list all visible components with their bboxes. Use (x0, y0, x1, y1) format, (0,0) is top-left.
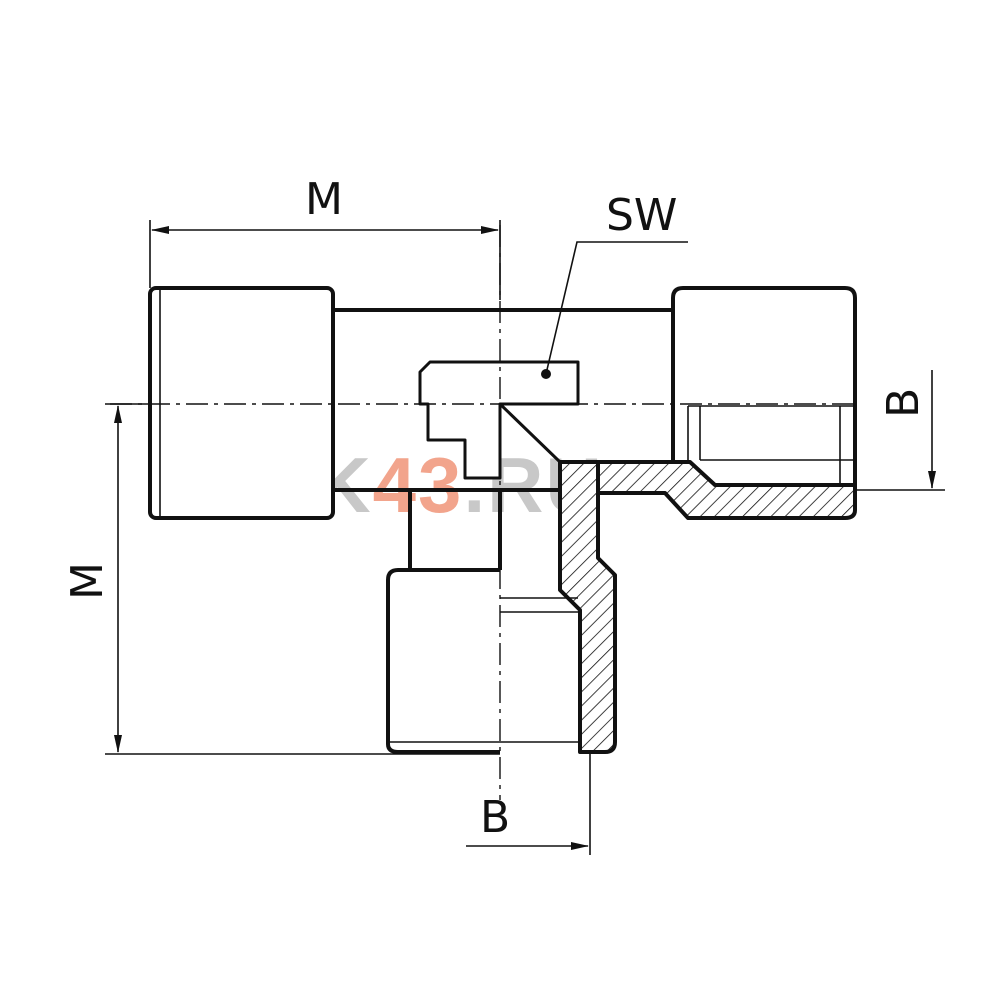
dim-bottom-label: B (480, 792, 510, 843)
right-wall-section (558, 460, 857, 542)
dim-left-label: M (62, 562, 113, 600)
sw-label: SW (606, 190, 677, 241)
right-nut (671, 286, 857, 490)
dim-top-label: M (305, 174, 343, 225)
dim-right-label: B (878, 388, 929, 418)
hex-diagonal (498, 402, 562, 464)
bottom-nut (386, 568, 500, 754)
hex-flat (418, 360, 580, 480)
sw-leader-line (545, 241, 688, 375)
watermark-part2: 43 (373, 441, 464, 529)
bottom-wall-section (558, 460, 617, 754)
left-nut (148, 286, 335, 520)
